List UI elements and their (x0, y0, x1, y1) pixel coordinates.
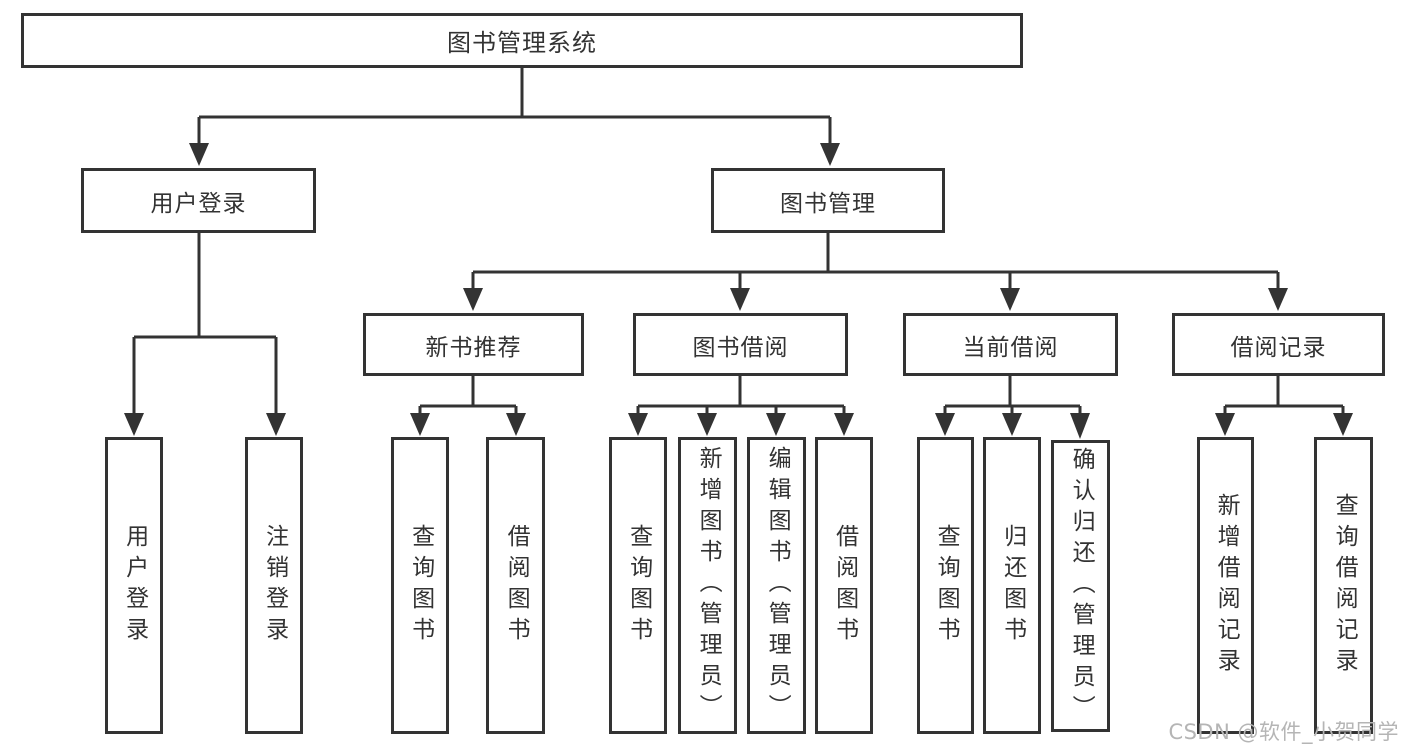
arrowhead (266, 413, 286, 436)
leaf-current-return-books: 归还图书 (983, 437, 1041, 734)
leaf-borrow-add-books-admin-label: 新增图书（管理员） (695, 446, 722, 725)
node-new-book-recommend: 新书推荐 (363, 313, 584, 376)
arrowhead (1002, 413, 1022, 436)
csdn-watermark: CSDN @软件_小贺同学 (1168, 720, 1399, 744)
node-book-management-label: 图书管理 (780, 190, 876, 217)
node-user-login: 用户登录 (81, 168, 316, 233)
arrowhead (766, 413, 786, 436)
arrowhead (628, 413, 648, 436)
connector-currentborrow-to-leaves (943, 376, 1082, 416)
leaf-record-query-borrow-record-label: 查询借阅记录 (1331, 492, 1358, 679)
leaf-borrow-add-books-admin: 新增图书（管理员） (678, 437, 737, 734)
leaf-record-add-borrow-record: 新增借阅记录 (1197, 437, 1254, 734)
leaf-user-login-label: 用户登录 (121, 523, 148, 648)
leaf-borrow-borrow-books: 借阅图书 (815, 437, 873, 734)
arrowhead (935, 413, 955, 436)
arrowhead (463, 288, 483, 311)
connector-bookmgmt-to-level3 (471, 233, 1280, 291)
leaf-current-confirm-return-admin: 确认归还（管理员） (1051, 440, 1110, 732)
connector-borrowrecord-to-leaves (1223, 376, 1345, 416)
node-current-borrow-label: 当前借阅 (962, 334, 1059, 361)
connector-root-to-level2 (197, 68, 832, 146)
leaf-record-query-borrow-record: 查询借阅记录 (1314, 437, 1373, 734)
leaf-borrow-query-books-label: 查询图书 (625, 523, 652, 648)
arrowhead (1333, 413, 1353, 436)
arrowhead (697, 413, 717, 436)
leaf-current-query-books: 查询图书 (917, 437, 974, 734)
arrowhead (1070, 413, 1090, 439)
leaf-current-confirm-return-admin-label: 确认归还（管理员） (1068, 446, 1095, 726)
leaf-borrow-borrow-books-label: 借阅图书 (831, 523, 858, 648)
node-root-label: 图书管理系统 (447, 29, 597, 57)
arrowhead (124, 413, 144, 436)
leaf-current-query-books-label: 查询图书 (933, 523, 960, 648)
leaf-borrow-edit-books-admin: 编辑图书（管理员） (747, 437, 806, 734)
node-new-book-recommend-label: 新书推荐 (425, 334, 522, 361)
arrowhead (820, 143, 840, 166)
leaf-current-return-books-label: 归还图书 (999, 523, 1026, 648)
leaf-newbook-borrow-books-label: 借阅图书 (503, 523, 530, 648)
arrowhead (506, 413, 526, 436)
node-current-borrow: 当前借阅 (903, 313, 1118, 376)
leaf-borrow-edit-books-admin-label: 编辑图书（管理员） (764, 446, 791, 725)
leaf-borrow-query-books: 查询图书 (609, 437, 667, 734)
leaf-newbook-query-books: 查询图书 (391, 437, 449, 734)
connector-newbook-to-leaves (418, 376, 518, 416)
arrowhead (1268, 288, 1288, 311)
arrowhead (189, 143, 209, 166)
leaf-record-add-borrow-record-label: 新增借阅记录 (1213, 492, 1240, 679)
node-root-system: 图书管理系统 (21, 13, 1023, 68)
arrowhead (730, 288, 750, 311)
node-book-management: 图书管理 (711, 168, 945, 233)
node-borrow-record: 借阅记录 (1172, 313, 1385, 376)
connector-bookborrow-to-leaves (636, 376, 846, 416)
node-book-borrow-label: 图书借阅 (692, 334, 789, 361)
node-book-borrow: 图书借阅 (633, 313, 848, 376)
leaf-logout-label: 注销登录 (261, 523, 288, 648)
node-borrow-record-label: 借阅记录 (1230, 334, 1327, 361)
arrowhead (1215, 413, 1235, 436)
connector-userlogin-to-leaves (132, 233, 278, 416)
leaf-logout: 注销登录 (245, 437, 303, 734)
arrowhead (1000, 288, 1020, 311)
leaf-newbook-borrow-books: 借阅图书 (486, 437, 545, 734)
arrowhead (834, 413, 854, 436)
leaf-newbook-query-books-label: 查询图书 (407, 523, 434, 648)
arrowhead (410, 413, 430, 436)
node-user-login-label: 用户登录 (150, 190, 247, 217)
leaf-user-login: 用户登录 (105, 437, 163, 734)
